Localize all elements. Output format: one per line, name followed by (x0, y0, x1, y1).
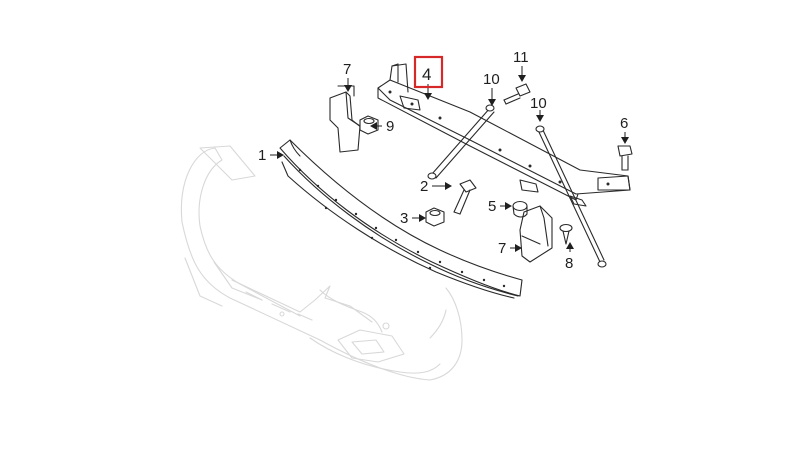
callout-10-right: 10 (530, 95, 547, 112)
clip-part-5 (512, 200, 528, 218)
callout-2: 2 (420, 178, 428, 195)
nut-part-9 (359, 115, 379, 135)
callout-5: 5 (488, 198, 496, 215)
energy-absorber-holes (298, 168, 506, 288)
callout-4: 4 (422, 65, 431, 84)
callout-11: 11 (513, 49, 529, 66)
callout-10-left: 10 (483, 71, 500, 88)
push-pin-part-8 (559, 223, 573, 245)
bolt-part-6 (617, 145, 633, 171)
bumper-cover (180, 145, 463, 381)
callout-7-bottom: 7 (498, 240, 506, 257)
bolt-part-11 (503, 83, 531, 105)
bracket-part-7-top (329, 85, 363, 153)
bracket-part-7-bottom (519, 205, 553, 263)
energy-absorber-part-1 (279, 139, 523, 299)
nut-part-3 (425, 207, 445, 227)
callout-7-top: 7 (343, 61, 351, 78)
callout-8: 8 (565, 255, 573, 272)
callout-9: 9 (386, 118, 394, 135)
highlight-box (413, 55, 444, 89)
callout-leaders (270, 66, 629, 252)
callout-6: 6 (620, 115, 628, 132)
bolt-part-2 (453, 179, 477, 215)
callout-labels: 7 1 9 4 10 11 10 6 2 3 5 7 8 (258, 49, 628, 272)
callout-3: 3 (400, 210, 408, 227)
callout-1: 1 (258, 147, 266, 164)
support-rod-part-10-left (427, 104, 495, 180)
support-rod-part-10-right (535, 125, 607, 268)
